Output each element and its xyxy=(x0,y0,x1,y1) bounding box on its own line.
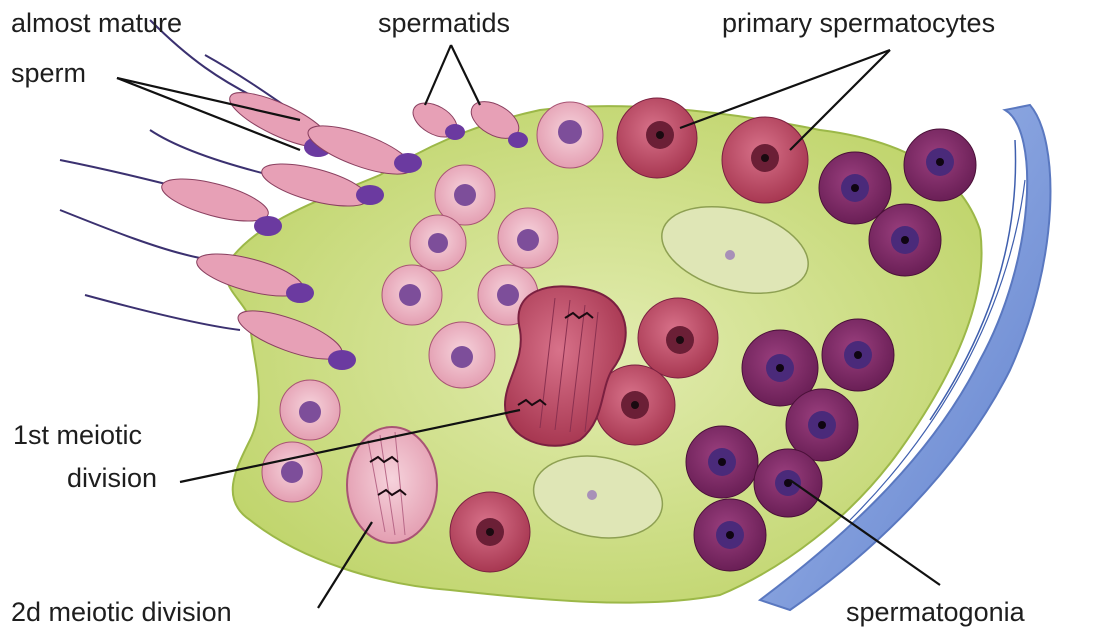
leader-line-spermatids xyxy=(425,45,451,105)
label-first-meiotic-line1: 1st meiotic xyxy=(13,420,142,451)
label-spermatogonia: spermatogonia xyxy=(846,597,1025,628)
label-almost-mature-sperm-line1: almost mature xyxy=(11,8,182,39)
sertoli-nucleolus xyxy=(725,250,735,260)
label-primary-spermatocytes: primary spermatocytes xyxy=(722,8,995,39)
label-almost-mature-sperm-line2: sperm xyxy=(11,58,86,89)
leader-line-primary-spermatocytes xyxy=(680,50,890,128)
sertoli-nucleolus xyxy=(587,490,597,500)
label-first-meiotic-line2: division xyxy=(67,463,157,494)
label-second-meiotic: 2d meiotic division xyxy=(11,597,232,628)
label-spermatids: spermatids xyxy=(378,8,510,39)
leader-line-spermatids xyxy=(451,45,480,105)
